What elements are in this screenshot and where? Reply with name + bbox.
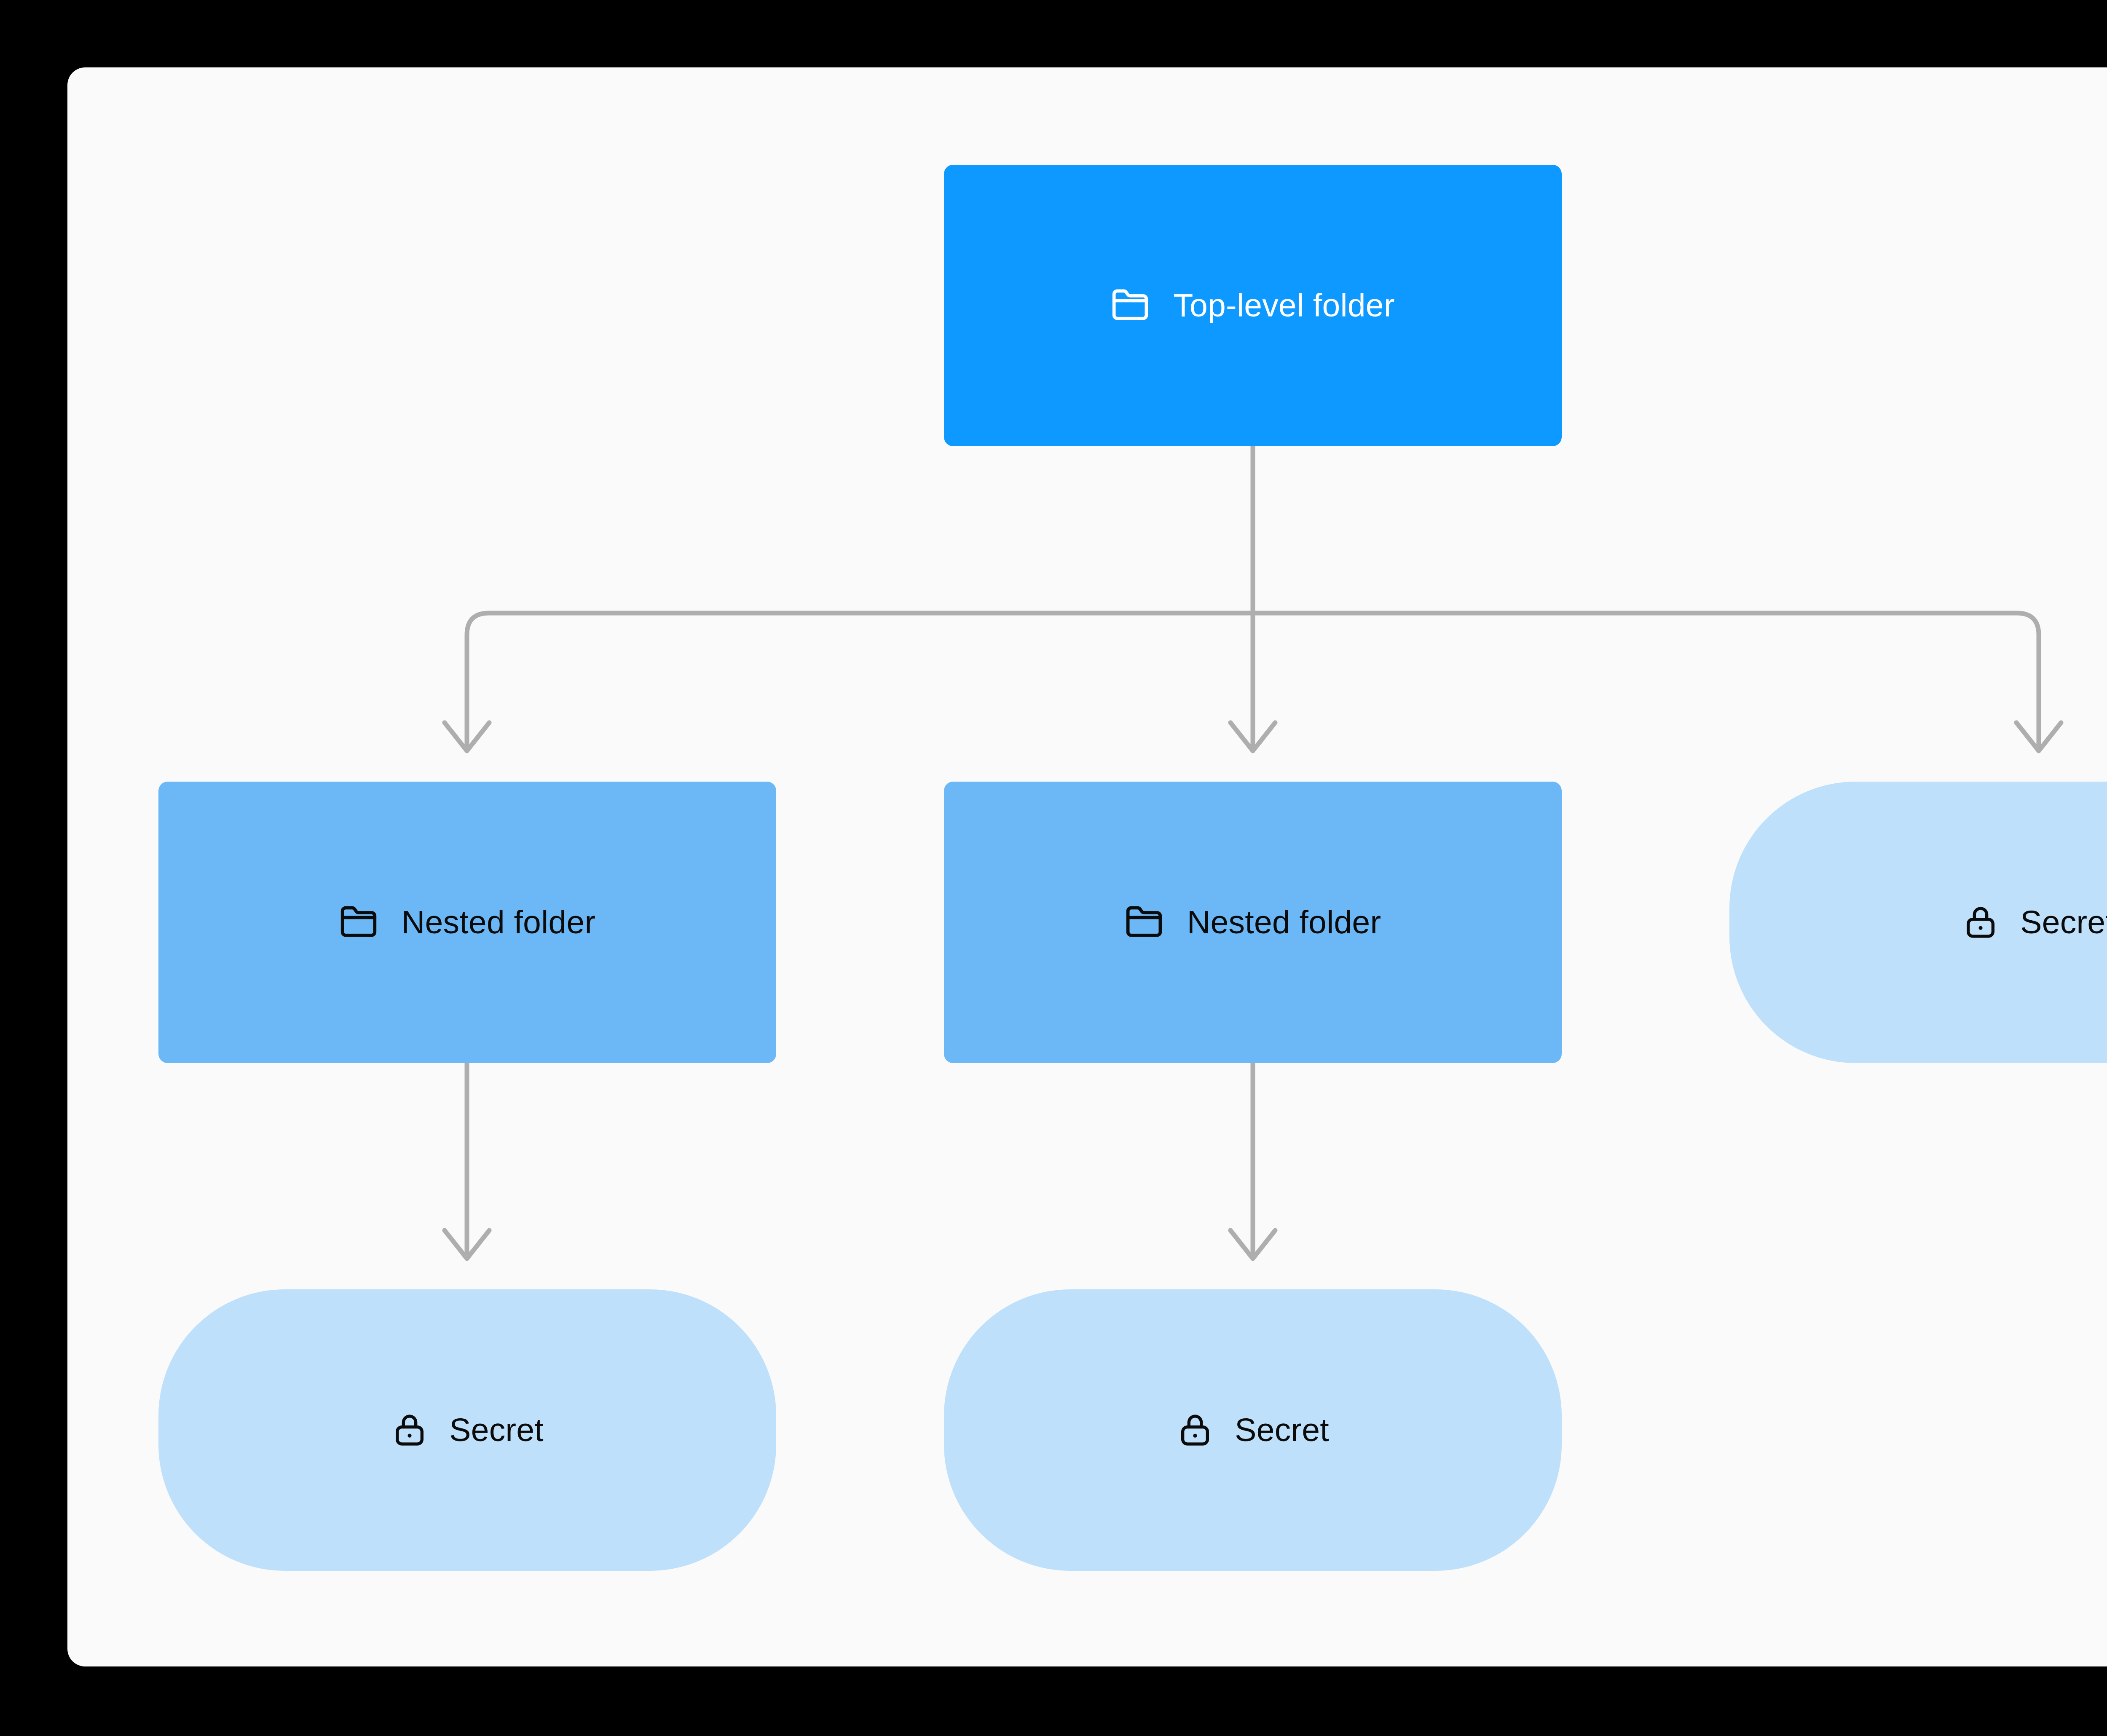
lock-icon bbox=[1962, 904, 1999, 941]
lock-icon bbox=[391, 1412, 428, 1449]
lock-icon bbox=[1177, 1412, 1214, 1449]
node-secret-2[interactable]: Secret bbox=[944, 1289, 1562, 1571]
node-label: Nested folder bbox=[1187, 904, 1381, 940]
node-secret-right[interactable]: Secret bbox=[1729, 782, 2107, 1063]
node-content: Top-level folder bbox=[1111, 286, 1394, 325]
node-content: Secret bbox=[1177, 1412, 1329, 1449]
node-secret-1[interactable]: Secret bbox=[158, 1289, 776, 1571]
node-content: Secret bbox=[1962, 904, 2107, 941]
node-top-level-folder[interactable]: Top-level folder bbox=[944, 165, 1562, 446]
node-nested-folder-2[interactable]: Nested folder bbox=[944, 782, 1562, 1063]
node-content: Nested folder bbox=[1125, 903, 1381, 942]
node-nested-folder-1[interactable]: Nested folder bbox=[158, 782, 776, 1063]
node-label: Nested folder bbox=[401, 904, 596, 940]
folder-icon bbox=[1125, 903, 1163, 942]
node-label: Secret bbox=[449, 1412, 544, 1448]
node-label: Secret bbox=[1235, 1412, 1329, 1448]
node-content: Secret bbox=[391, 1412, 544, 1449]
node-content: Nested folder bbox=[339, 903, 596, 942]
node-label: Top-level folder bbox=[1173, 287, 1395, 324]
node-label: Secret bbox=[2020, 904, 2107, 940]
folder-icon bbox=[339, 903, 378, 942]
folder-icon bbox=[1111, 286, 1150, 325]
